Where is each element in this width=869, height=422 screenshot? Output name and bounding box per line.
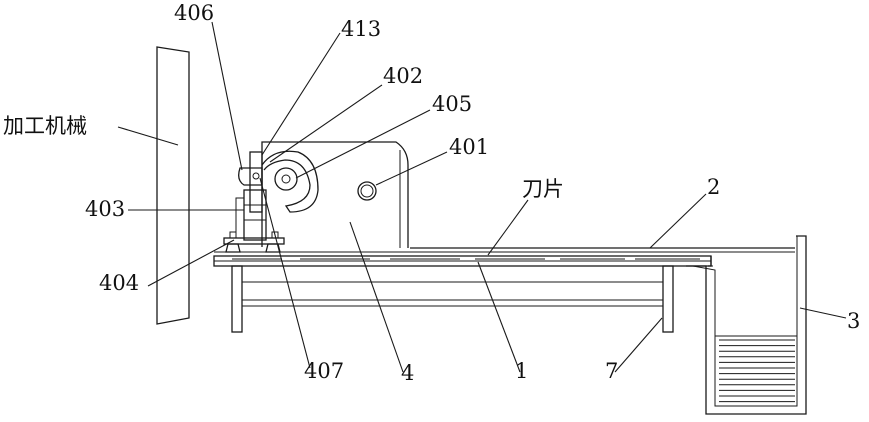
label-blade: 刀片	[522, 177, 564, 201]
cam-assembly	[239, 151, 318, 212]
work-table	[214, 256, 711, 266]
leader-lines	[118, 22, 846, 372]
machining-equipment-plate	[157, 47, 189, 324]
label-407: 407	[304, 359, 344, 383]
label-7: 7	[605, 359, 618, 383]
guide-rail	[214, 248, 795, 252]
label-404: 404	[99, 271, 139, 295]
label-402: 402	[383, 64, 423, 88]
label-3: 3	[847, 309, 860, 333]
stacked-blades	[715, 336, 797, 402]
label-machining-equipment: 加工机械	[3, 114, 87, 138]
collection-box	[673, 236, 806, 414]
label-405: 405	[432, 92, 472, 116]
label-413: 413	[341, 17, 381, 41]
label-4: 4	[401, 361, 414, 385]
label-2: 2	[707, 175, 720, 199]
label-1: 1	[515, 359, 528, 383]
label-406: 406	[174, 1, 214, 25]
label-403: 403	[85, 197, 125, 221]
label-401: 401	[449, 135, 489, 159]
